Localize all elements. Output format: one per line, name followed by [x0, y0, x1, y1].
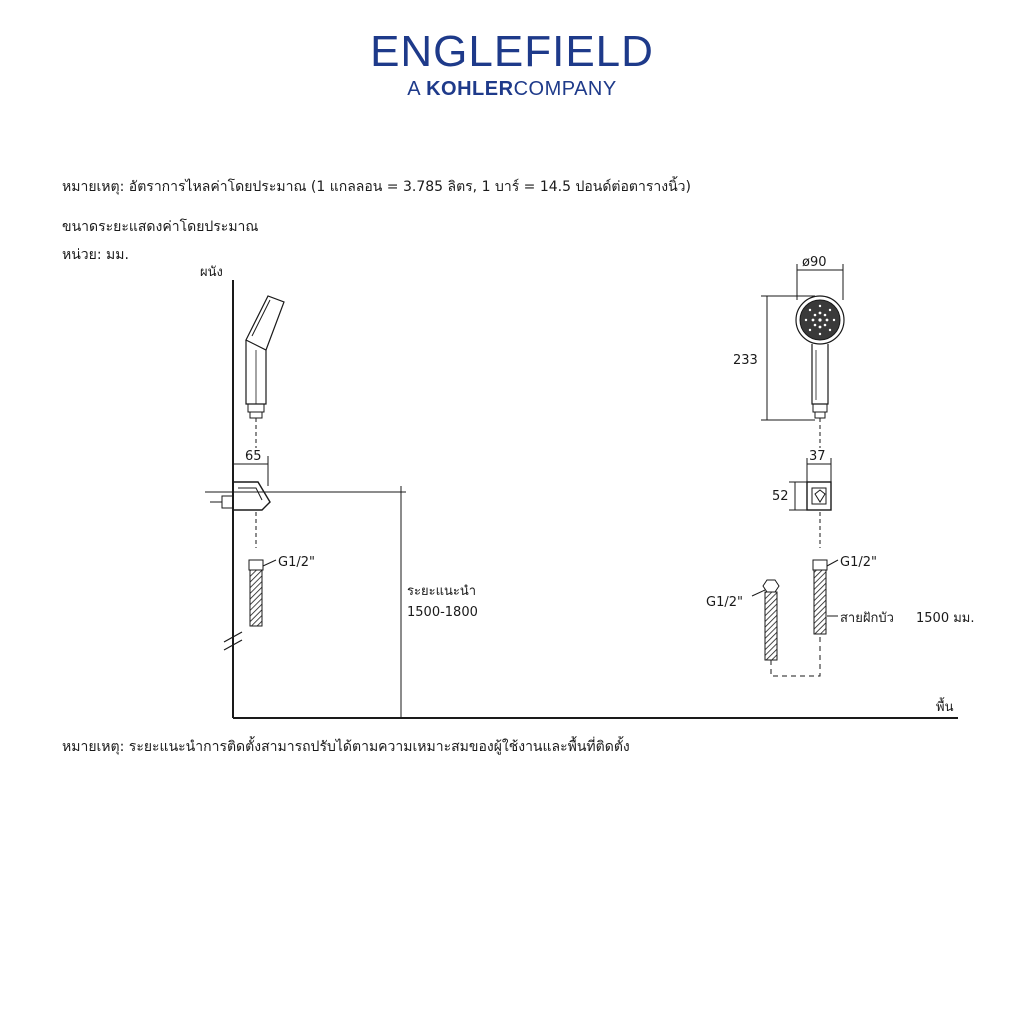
dimension-37: 37: [806, 449, 832, 482]
wall-holder-front: [806, 481, 832, 548]
recommended-height-dimension: ระยะแนะนำ 1500-1800: [396, 486, 478, 718]
thread-label-left-hose: G1/2": [706, 595, 743, 610]
holder-width-label: 65: [245, 449, 262, 464]
floor-label: พื้น: [936, 697, 954, 715]
hose-front: G1/2" สายฝักบัว 1500 มม.: [812, 555, 975, 635]
thread-label-left: G1/2": [278, 555, 315, 570]
installation-note: หมายเหตุ: ระยะแนะนำการติดตั้งสามารถปรับไ…: [62, 739, 630, 755]
hose-length-label: 1500 มม.: [916, 611, 975, 626]
left-side-view: ผนัง พื้น 65: [200, 265, 958, 719]
thread-label-top: G1/2": [840, 555, 877, 570]
hose-label: สายฝักบัว: [840, 611, 894, 626]
holder-height-label: 52: [772, 489, 789, 504]
brand-logo: ENGLEFIELD A KOHLERCOMPANY: [0, 27, 1024, 101]
shower-head-front: [795, 295, 845, 448]
brand-company-bold: KOHLER: [426, 78, 514, 100]
wall-holder-side: [205, 481, 405, 548]
head-diameter-label: ø90: [802, 255, 827, 270]
dimension-length: 233: [733, 295, 815, 421]
hose-side: G1/2": [248, 555, 315, 627]
head-length-label: 233: [733, 353, 758, 368]
wall-label: ผนัง: [200, 265, 223, 280]
hand-shower-side: [245, 295, 285, 448]
brand-prefix: A: [407, 78, 421, 100]
dimension-65: 65: [233, 449, 269, 486]
brand-company-suffix: COMPANY: [513, 78, 617, 100]
recommended-label: ระยะแนะนำ: [407, 584, 476, 599]
holder-width-front-label: 37: [809, 449, 826, 464]
dimension-diameter: ø90: [796, 255, 844, 300]
approx-dimensions-note: ขนาดระยะแสดงค่าโดยประมาณ: [62, 219, 259, 235]
dimension-52: 52: [772, 481, 807, 511]
right-front-view: ø90 233: [706, 255, 975, 677]
wall-break-mark: [223, 631, 243, 651]
recommended-range: 1500-1800: [407, 605, 478, 620]
hose-loop-dashed: [770, 634, 821, 677]
flow-rate-note: หมายเหตุ: อัตราการไหลค่าโดยประมาณ (1 แกล…: [62, 179, 691, 195]
brand-subtitle: A KOHLERCOMPANY: [0, 78, 1024, 100]
brand-name: ENGLEFIELD: [370, 27, 654, 76]
hose-front-left: G1/2": [706, 579, 780, 661]
unit-note: หน่วย: มม.: [62, 247, 129, 263]
